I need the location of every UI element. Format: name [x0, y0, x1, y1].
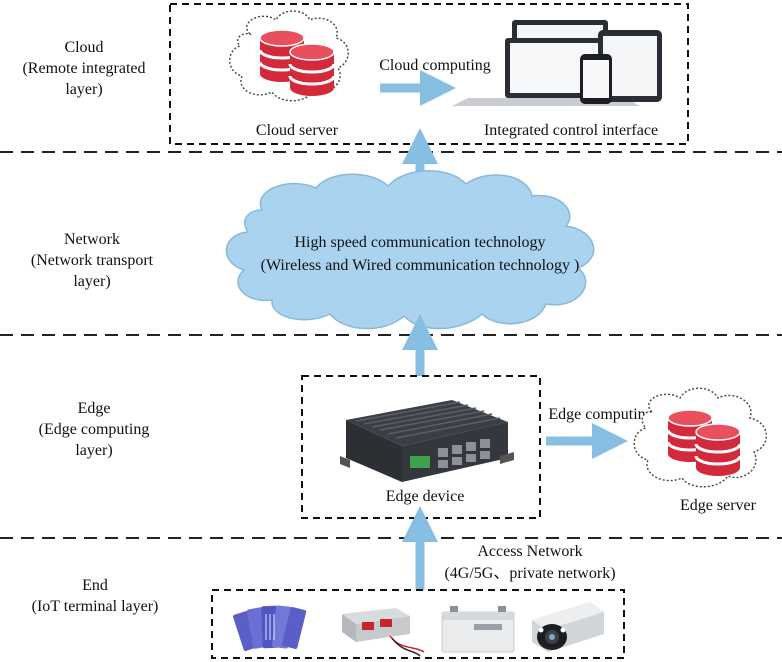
layer-edge-name: Edge [78, 400, 111, 417]
network-tech-line2: (Wireless and Wired communication techno… [261, 257, 580, 274]
layer-cloud-desc2: layer) [65, 81, 102, 98]
layer-separators [0, 151, 782, 539]
edge-server-label: Edge server [680, 497, 757, 514]
integrated-control-interface-label: Integrated control interface [484, 122, 658, 139]
edge-device-icon [340, 400, 514, 482]
layer-network-desc: (Network transport [31, 252, 154, 269]
edge-computing-label: Edge computing [548, 406, 653, 423]
layer-network-desc2: layer) [73, 273, 110, 290]
layer-cloud-name: Cloud [64, 39, 103, 56]
cloud-computing-label: Cloud computing [379, 57, 491, 74]
layer-end-desc: (IoT terminal layer) [32, 598, 159, 615]
battery-icon [441, 606, 515, 653]
security-camera-icon [532, 602, 604, 652]
network-cloud-shape [225, 170, 595, 330]
sensor-module-icon [342, 608, 425, 657]
layer-end-name: End [82, 577, 108, 594]
rfid-tags-icon [233, 605, 307, 652]
layer-cloud-desc: (Remote integrated [22, 60, 145, 77]
edge-server-icon [633, 387, 767, 488]
edge-device-label: Edge device [386, 488, 465, 505]
layer-edge-desc: (Edge computing [39, 421, 150, 438]
access-network-line2: (4G/5G、private network) [444, 565, 615, 582]
access-network-line1: Access Network [477, 543, 582, 560]
devices-icon [452, 20, 662, 106]
iot-terminals-box [211, 589, 625, 659]
layer-edge-desc2: layer) [75, 442, 112, 459]
layer-network-name: Network [64, 231, 120, 248]
network-tech-line1: High speed communication technology [294, 234, 545, 251]
cloud-server-label: Cloud server [256, 122, 339, 139]
layer-labels: Cloud (Remote integrated layer) Network … [22, 39, 158, 615]
cloud-server-icon [229, 10, 349, 102]
